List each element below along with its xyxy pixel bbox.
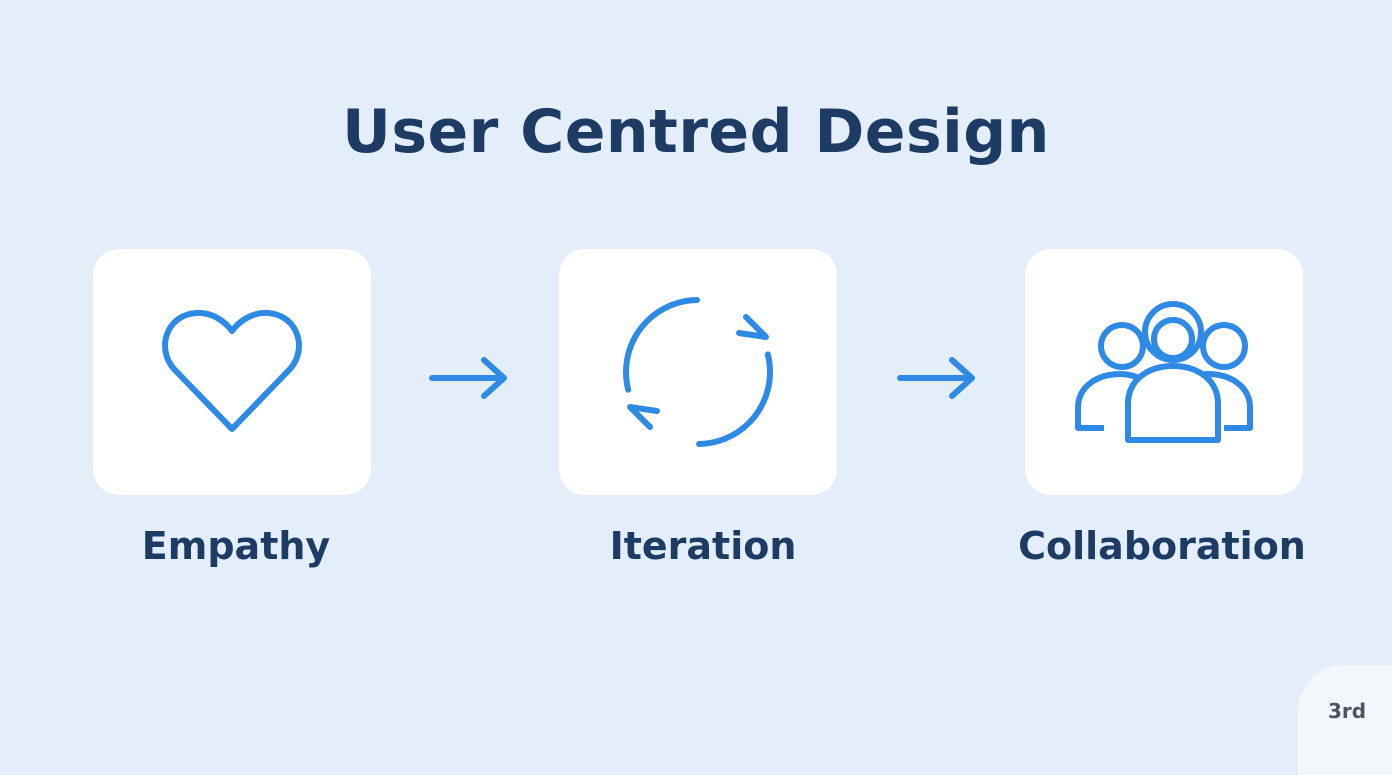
step-label-iteration: Iteration (609, 524, 797, 568)
diagram-title: User Centred Design (342, 97, 1050, 167)
user-group-icon (1075, 301, 1253, 443)
step-label-collaboration: Collaboration (1018, 524, 1306, 568)
refresh-cycle-icon (623, 297, 773, 447)
heart-icon (162, 309, 302, 432)
arrow-right-icon (429, 357, 507, 399)
corner-badge-text: 3rd (1328, 699, 1367, 723)
step-card-collaboration (1025, 249, 1303, 495)
step-label-empathy: Empathy (141, 524, 331, 568)
step-card-empathy (93, 249, 371, 495)
step-card-iteration (559, 249, 837, 495)
arrow-right-icon (897, 357, 975, 399)
